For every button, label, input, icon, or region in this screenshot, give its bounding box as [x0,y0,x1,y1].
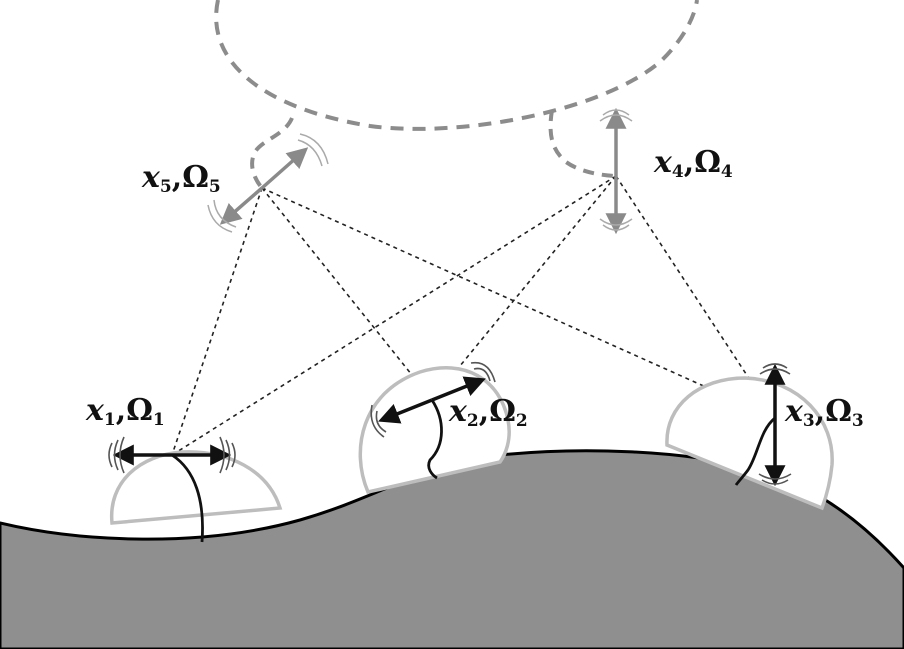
link-5-3 [261,187,776,419]
sensor-2-dome [358,361,511,495]
sensor-3-label: x3,Ω3 [785,394,864,431]
vibration-icon [207,133,329,233]
sensor-2-label: x2,Ω2 [449,394,528,431]
sensor-1-dome [108,436,283,543]
vibration-icon [108,436,236,474]
link-5-2 [261,187,433,401]
dashed-bulge-sensor-4 [548,109,615,178]
vibration-icon [599,109,633,231]
sensor-1-label: x1,Ω1 [86,393,165,430]
sensor-5-arrow-group [207,133,329,233]
vibration-icon [370,361,496,438]
sensor-4-label: x4,Ω4 [654,145,733,182]
dashed-bulge-sensor-5 [250,117,294,190]
sensor-2-arrow [378,398,433,424]
sensor-5-label: x5,Ω5 [142,160,221,197]
dashed-cloud-boundary [214,0,699,131]
sensor-5-arrow [219,186,264,225]
link-5-1 [171,187,263,456]
link-4-2 [431,175,617,401]
sensor-3-dome [665,363,834,511]
vibration-icon [758,363,792,485]
sensor-4-arrow-group [599,107,633,235]
